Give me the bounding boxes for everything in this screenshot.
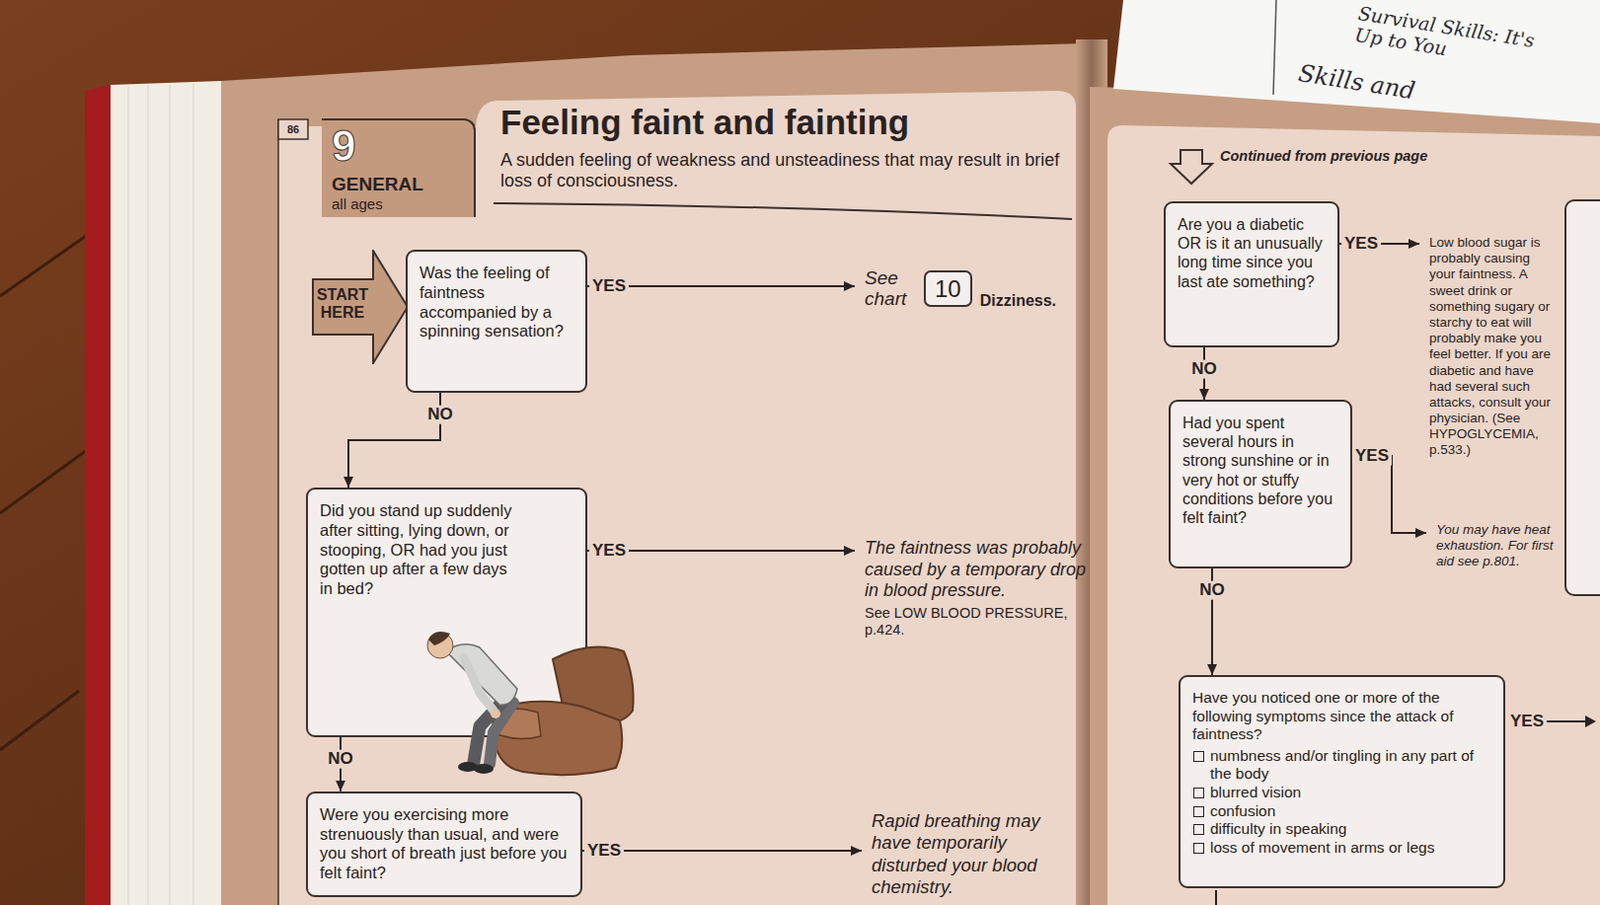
branch-label: NO [424, 405, 457, 425]
branch-label: YES [589, 541, 629, 561]
right-panel [1107, 125, 1600, 905]
page-edge-lines [128, 82, 194, 905]
checklist-item: confusion [1192, 802, 1492, 822]
edge-label-holder: YES [589, 277, 629, 297]
node-text: The faintness was probably caused by a t… [864, 537, 1088, 603]
man-rising-from-chair [427, 631, 634, 775]
chart-number-box: 10 [923, 270, 973, 307]
checklist-item: loss of movement in arms or legs [1192, 838, 1492, 858]
branch-label: YES [1341, 234, 1381, 254]
edge-label-holder: YES [589, 541, 629, 561]
node-text: See LOW BLOOD PRESSURE, p.424. [864, 605, 1088, 640]
node-text: GENERAL [331, 173, 464, 196]
question-box: Have you noticed one or more of the foll… [1178, 675, 1506, 889]
edge-label-holder: NO [424, 405, 457, 425]
man-leg [489, 702, 514, 764]
branch-label: NO [1196, 581, 1228, 601]
node-text: Did you stand up suddenly after sitting,… [319, 501, 518, 600]
branch-label: NO [324, 750, 357, 769]
branch-label: NO [1188, 360, 1220, 380]
question-box: Did you stand up suddenly after sitting,… [305, 487, 588, 738]
edge-label-holder: YES [584, 841, 624, 861]
chair-seat [491, 701, 622, 775]
edge-label-holder: NO [1188, 360, 1220, 380]
node-text: 9 [331, 124, 464, 168]
edge-label-holder: NO [1196, 581, 1228, 601]
node-text: Are you a diabetic OR is it an unusually… [1177, 215, 1326, 292]
label-holder: YES [1507, 712, 1547, 732]
man-hair [428, 631, 451, 646]
node-text: Rapid breathing may have temporarily dis… [871, 810, 1080, 899]
question-box: Was the feeling of faintness accompanied… [405, 249, 588, 393]
node-text: Dizziness. [980, 291, 1057, 310]
man-arm [463, 657, 494, 711]
page-number-box [278, 119, 308, 140]
outcome-text: Low blood sugar is probably causing your… [1419, 232, 1560, 461]
continuation-note: Continued from previous page [1219, 148, 1428, 165]
outcome-text: You may have heat exhaustion. For first … [1426, 520, 1562, 573]
question-box: Were you exercising more strenuously tha… [305, 791, 583, 898]
outcome-text: The faintness was probably caused by a t… [854, 535, 1092, 642]
panel-border [277, 119, 280, 905]
left-panel [278, 90, 1076, 905]
chair-back [552, 647, 634, 726]
chart-title: Feeling faint and fainting [500, 102, 1078, 143]
node-text: Have you noticed one or more of the foll… [1192, 688, 1492, 745]
off-page-arrowhead [1585, 715, 1597, 728]
node-text: Was the feeling of faintness accompanied… [419, 263, 574, 342]
book-cover [84, 84, 111, 905]
continuing-connector [1215, 890, 1218, 905]
chart-subtitle: A sudden feeling of weakness and unstead… [500, 150, 1078, 191]
connector [1352, 456, 1427, 534]
man-shoe [457, 761, 478, 772]
checklist-item: blurred vision [1192, 783, 1492, 803]
man-leg [473, 698, 506, 762]
branch-label: YES [1507, 712, 1547, 732]
chair-arm [493, 708, 541, 740]
continued-arrow-icon [1170, 150, 1213, 184]
checklist-item: difficulty in speaking [1192, 820, 1492, 839]
edge-label-holder: YES [1341, 234, 1381, 254]
man-torso [446, 644, 518, 705]
edge-label-holder: NO [324, 750, 357, 769]
node-text: You may have heat exhaustion. For first … [1436, 522, 1558, 571]
title-rule [493, 203, 1072, 220]
branch-label: YES [589, 277, 629, 297]
label-holder: 86 [278, 122, 308, 137]
start-arrow: START HERE [311, 249, 409, 365]
man-head [427, 632, 454, 659]
node-text: See chart [864, 268, 916, 310]
right-page [1089, 86, 1600, 905]
loose-paper [1113, 0, 1600, 124]
question-box: Are you a diabetic OR is it an unusually… [1163, 201, 1340, 348]
branch-label: YES [584, 841, 624, 861]
branch-label: YES [1352, 447, 1392, 466]
heading-block: Feeling faint and fainting A sudden feeli… [500, 102, 1078, 191]
section-tab: 9GENERALall ages [321, 118, 476, 218]
node-text: Were you exercising more strenuously tha… [319, 805, 569, 884]
paper-margin-line [1273, 0, 1277, 95]
node-text: 10 [934, 273, 962, 305]
arrow-shape [312, 250, 408, 364]
node-text: all ages [331, 195, 464, 214]
page-number: 86 [278, 122, 308, 137]
left-page [221, 43, 1086, 905]
next-column-box [1565, 200, 1600, 596]
question-box: Had you spent several hours in strong su… [1168, 399, 1353, 569]
node-text: Low blood sugar is probably causing your… [1429, 234, 1556, 459]
page-edges [110, 80, 222, 905]
node-text: START HERE [311, 249, 374, 323]
checklist-item: numbness and/or tingling in any part of … [1192, 747, 1492, 784]
connector [582, 849, 862, 852]
man-shoe [473, 763, 494, 774]
man-hand [490, 708, 501, 719]
label-holder: Continued from previous page [1219, 148, 1428, 165]
outcome-text: Rapid breathing may have temporarily dis… [861, 808, 1084, 901]
node-text: Had you spent several hours in strong su… [1182, 413, 1339, 528]
outcome-text: See chartDizziness. 10 [854, 266, 1063, 312]
edge-label-holder: YES [1352, 447, 1392, 466]
